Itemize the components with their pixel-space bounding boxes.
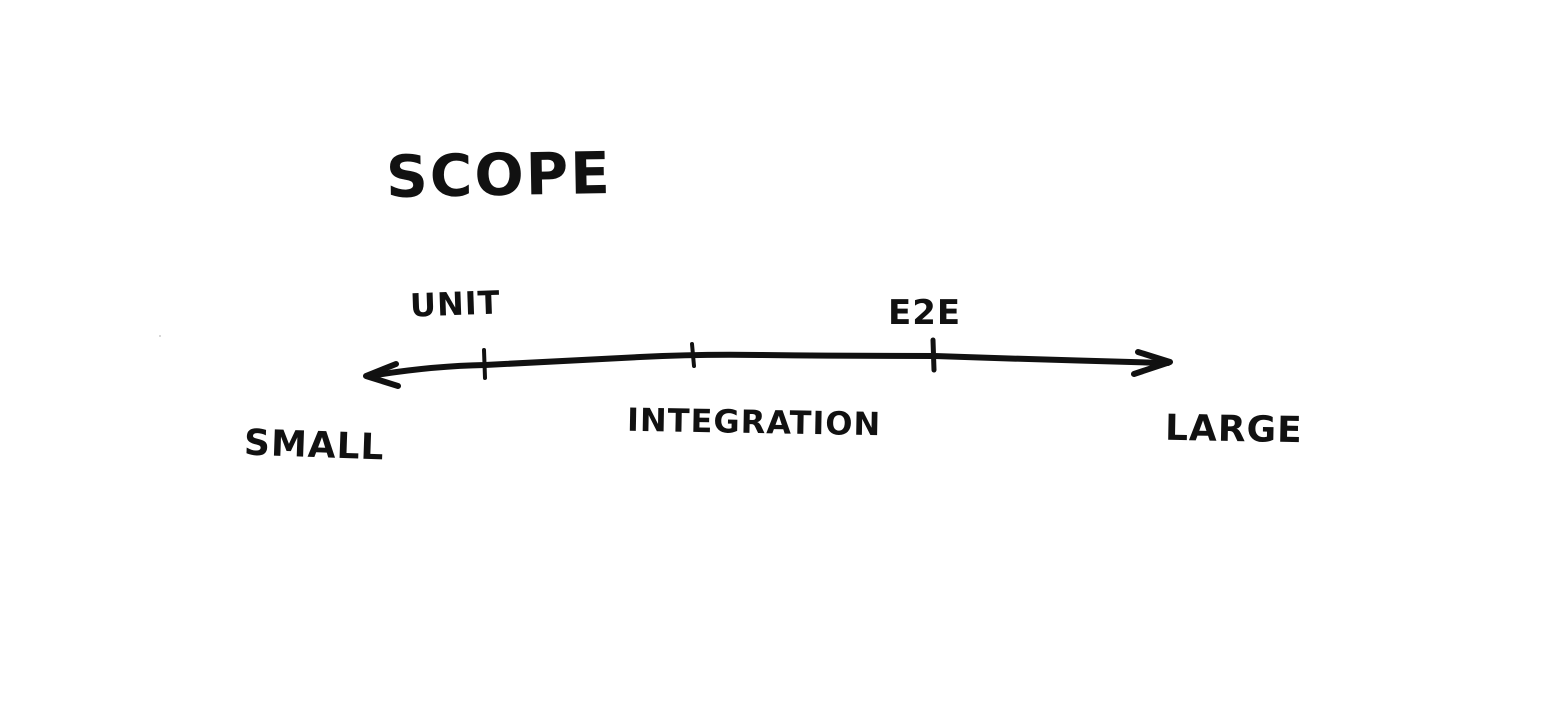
axis-end-label: LARGE [1164, 407, 1304, 452]
axis-line [367, 351, 1171, 379]
tick-e2e [930, 337, 937, 373]
tick-label-e2e: E2E [888, 293, 962, 333]
left-arrowhead [363, 361, 401, 389]
paper-speck [159, 335, 161, 337]
tick-unit [482, 348, 487, 380]
right-arrowhead [1131, 349, 1173, 377]
axis-start-label: SMALL [243, 422, 386, 469]
diagram-title: SCOPE [385, 139, 613, 211]
tick-label-unit: UNIT [409, 283, 502, 325]
tick-label-integration: INTEGRATION [626, 400, 882, 444]
tick-integration [690, 342, 696, 368]
